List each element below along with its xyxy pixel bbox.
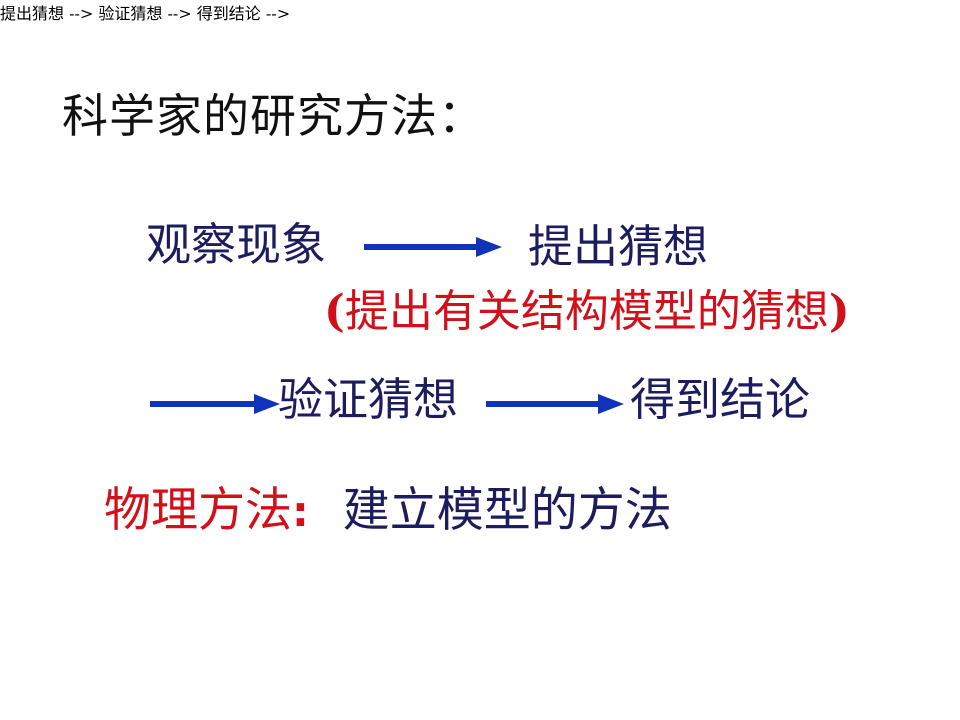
summary-label: 物理方法 — [104, 483, 292, 538]
right-arrow-icon — [150, 394, 280, 414]
flow-step-observe-phenomenon: 观察现象 — [146, 218, 327, 271]
summary-colon: : — [292, 487, 309, 536]
note-text: 提出有关结构模型的猜想 — [344, 286, 829, 337]
page-title: 科学家的研究方法： — [62, 89, 485, 143]
note-open-paren: ( — [324, 286, 345, 337]
right-arrow-icon — [364, 237, 502, 257]
flow-step-verify-hypothesis: 验证猜想 — [278, 373, 459, 426]
right-arrow-icon — [486, 394, 624, 414]
note-structure-model-hypothesis: (提出有关结构模型的猜想) — [324, 290, 850, 334]
flow-step-reach-conclusion: 得到结论 — [630, 373, 811, 426]
summary-value: 建立模型的方法 — [342, 483, 672, 538]
summary-physics-method: 物理方法:建立模型的方法 — [104, 487, 672, 534]
flow-step-propose-hypothesis: 提出猜想 — [528, 220, 709, 273]
note-close-paren: ) — [828, 286, 850, 337]
